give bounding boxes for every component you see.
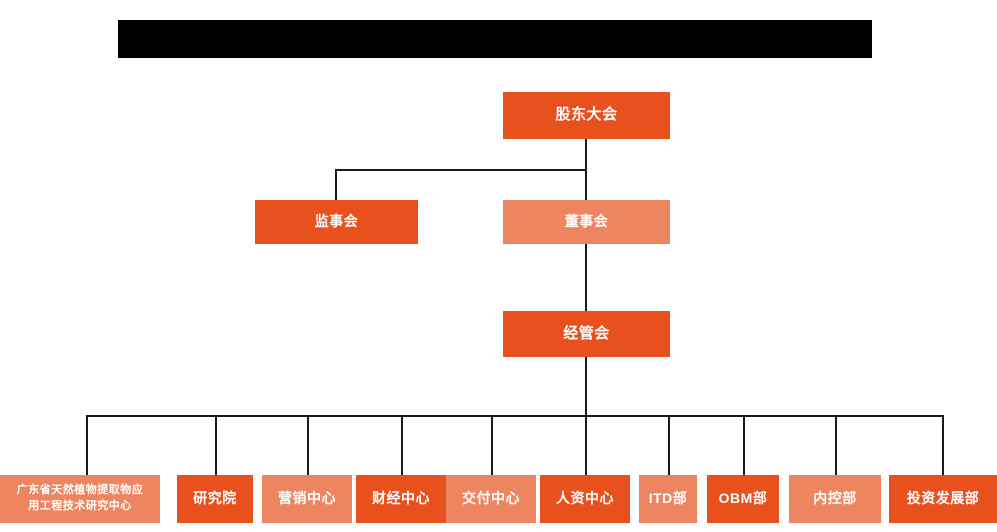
node-internal-control-department-label: 内控部 xyxy=(813,490,857,507)
connector-to-investment-development-department xyxy=(942,415,944,476)
node-institute[interactable]: 研究院 xyxy=(177,475,253,523)
node-finance-center-label: 财经中心 xyxy=(372,490,430,507)
node-institute-label: 研究院 xyxy=(193,490,237,507)
node-itd-department[interactable]: ITD部 xyxy=(639,475,697,523)
connector-to-marketing-center xyxy=(307,415,309,476)
node-investment-development-department-label: 投资发展部 xyxy=(906,490,980,507)
connector-management-stem xyxy=(585,357,587,416)
node-investment-development-department[interactable]: 投资发展部 xyxy=(889,475,997,523)
connector-to-institute xyxy=(215,415,217,476)
connector-level2-bus xyxy=(335,169,586,171)
connector-to-finance-center xyxy=(401,415,403,476)
node-marketing-center[interactable]: 营销中心 xyxy=(262,475,352,523)
node-directors-label: 董事会 xyxy=(564,213,609,230)
redacted-title-bar xyxy=(118,20,872,58)
node-research-center[interactable]: 广东省天然植物提取物应 用工程技术研究中心 xyxy=(0,475,160,523)
node-internal-control-department[interactable]: 内控部 xyxy=(789,475,881,523)
connector-to-research-center xyxy=(86,415,88,476)
node-delivery-center[interactable]: 交付中心 xyxy=(446,475,536,523)
connector-to-obm-department xyxy=(743,415,745,476)
node-delivery-center-label: 交付中心 xyxy=(462,490,520,507)
node-supervisors[interactable]: 监事会 xyxy=(255,200,418,244)
node-marketing-center-label: 营销中心 xyxy=(278,490,336,507)
connector-to-directors xyxy=(585,169,587,201)
node-obm-department[interactable]: OBM部 xyxy=(707,475,779,523)
connector-to-delivery-center xyxy=(491,415,493,476)
node-supervisors-label: 监事会 xyxy=(314,213,359,230)
node-shareholders[interactable]: 股东大会 xyxy=(503,92,670,139)
connector-to-itd-department xyxy=(668,415,670,476)
node-research-center-label: 广东省天然植物提取物应 用工程技术研究中心 xyxy=(16,484,144,512)
connector-directors-to-management xyxy=(585,244,587,312)
node-shareholders-label: 股东大会 xyxy=(555,106,618,124)
connector-shareholders-stem xyxy=(585,139,587,170)
connector-to-supervisors xyxy=(335,169,337,201)
node-hr-center[interactable]: 人资中心 xyxy=(540,475,630,523)
node-finance-center[interactable]: 财经中心 xyxy=(356,475,446,523)
node-management[interactable]: 经管会 xyxy=(503,311,670,357)
node-itd-department-label: ITD部 xyxy=(648,490,688,507)
connector-to-internal-control-department xyxy=(835,415,837,476)
connector-to-hr-center xyxy=(585,415,587,476)
node-directors[interactable]: 董事会 xyxy=(503,200,670,244)
connector-department-bus xyxy=(86,415,944,417)
node-hr-center-label: 人资中心 xyxy=(556,490,614,507)
node-management-label: 经管会 xyxy=(563,324,610,342)
node-obm-department-label: OBM部 xyxy=(718,490,768,507)
